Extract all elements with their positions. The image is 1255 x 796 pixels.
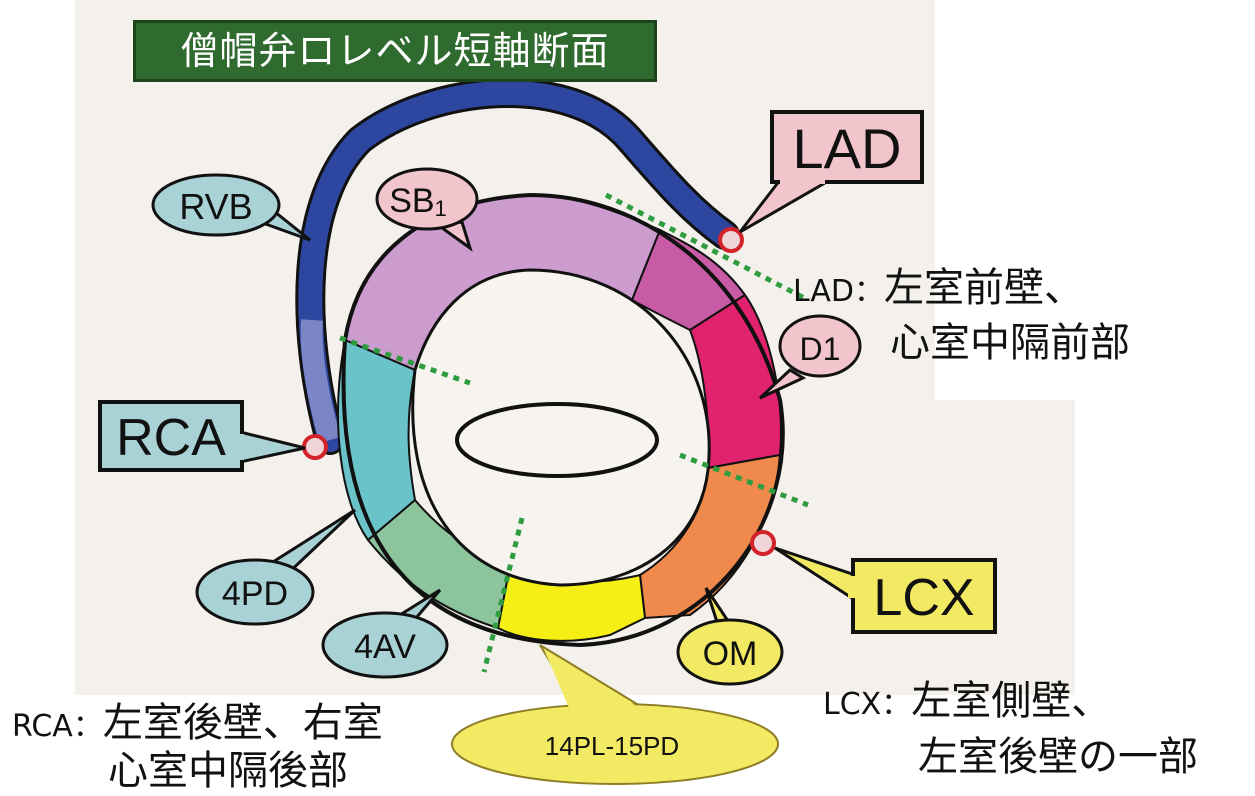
right-ventricle-wall: [295, 78, 740, 455]
av4-label: 4AV: [354, 628, 416, 666]
rca-caption: RCA：左室後壁、右室: [12, 690, 383, 748]
lad-caption-line2: 心室中隔前部: [890, 320, 1130, 366]
lad-caption-line1: 左室前壁、: [884, 265, 1085, 311]
svg-text:SB1: SB1: [389, 182, 447, 221]
diagram-title: 僧帽弁ロレベル短軸断面: [133, 20, 657, 82]
lad-callout: LAD: [738, 110, 924, 234]
rca-point: [302, 434, 328, 460]
rca-caption-line2: 心室中隔後部: [108, 748, 348, 794]
mitral-valve: [455, 402, 659, 478]
rca-caption-prefix: RCA：: [12, 709, 103, 744]
territory-borders: [339, 192, 810, 673]
pl-pd-callout: 14PL-15PD: [451, 644, 779, 785]
rca-box-label: RCA: [116, 409, 226, 467]
lcx-caption-line1: 左室側壁、: [911, 678, 1112, 724]
sb1-callout: SB1: [375, 167, 479, 252]
lcx-caption-prefix: LCX：: [823, 687, 912, 722]
pd4-label: 4PD: [222, 575, 288, 613]
lcx-caption-line2: 左室後壁の一部: [918, 734, 1198, 780]
rca-callout: RCA: [98, 400, 306, 472]
lcx-caption: LCX：左室側壁、: [823, 668, 1111, 726]
rvb-callout: RVB: [151, 173, 311, 242]
lcx-callout: LCX: [774, 546, 997, 634]
rca-caption-line1: 左室後壁、右室: [102, 700, 383, 746]
om-label: OM: [703, 635, 758, 673]
lv-ring: [337, 193, 782, 642]
lv-cavity: [411, 268, 711, 587]
rvb-label: RVB: [179, 186, 252, 227]
lad-caption: LAD：左室前壁、: [793, 255, 1084, 313]
om-callout: OM: [676, 587, 784, 686]
pd4-callout: 4PD: [195, 508, 357, 626]
paper-cut-right: [935, 0, 1075, 400]
lad-point: [718, 227, 744, 253]
av4-callout: 4AV: [321, 588, 449, 679]
d1-label: D1: [800, 331, 841, 367]
d1-callout: D1: [758, 314, 862, 400]
sb1-label: SB: [389, 182, 434, 220]
lad-caption-prefix: LAD：: [793, 274, 885, 309]
pl-pd-label: 14PL-15PD: [545, 731, 679, 761]
sb1-subscript: 1: [435, 196, 447, 221]
lcx-point: [750, 530, 776, 556]
lcx-box-label: LCX: [873, 569, 974, 627]
lad-box-label: LAD: [793, 117, 902, 180]
